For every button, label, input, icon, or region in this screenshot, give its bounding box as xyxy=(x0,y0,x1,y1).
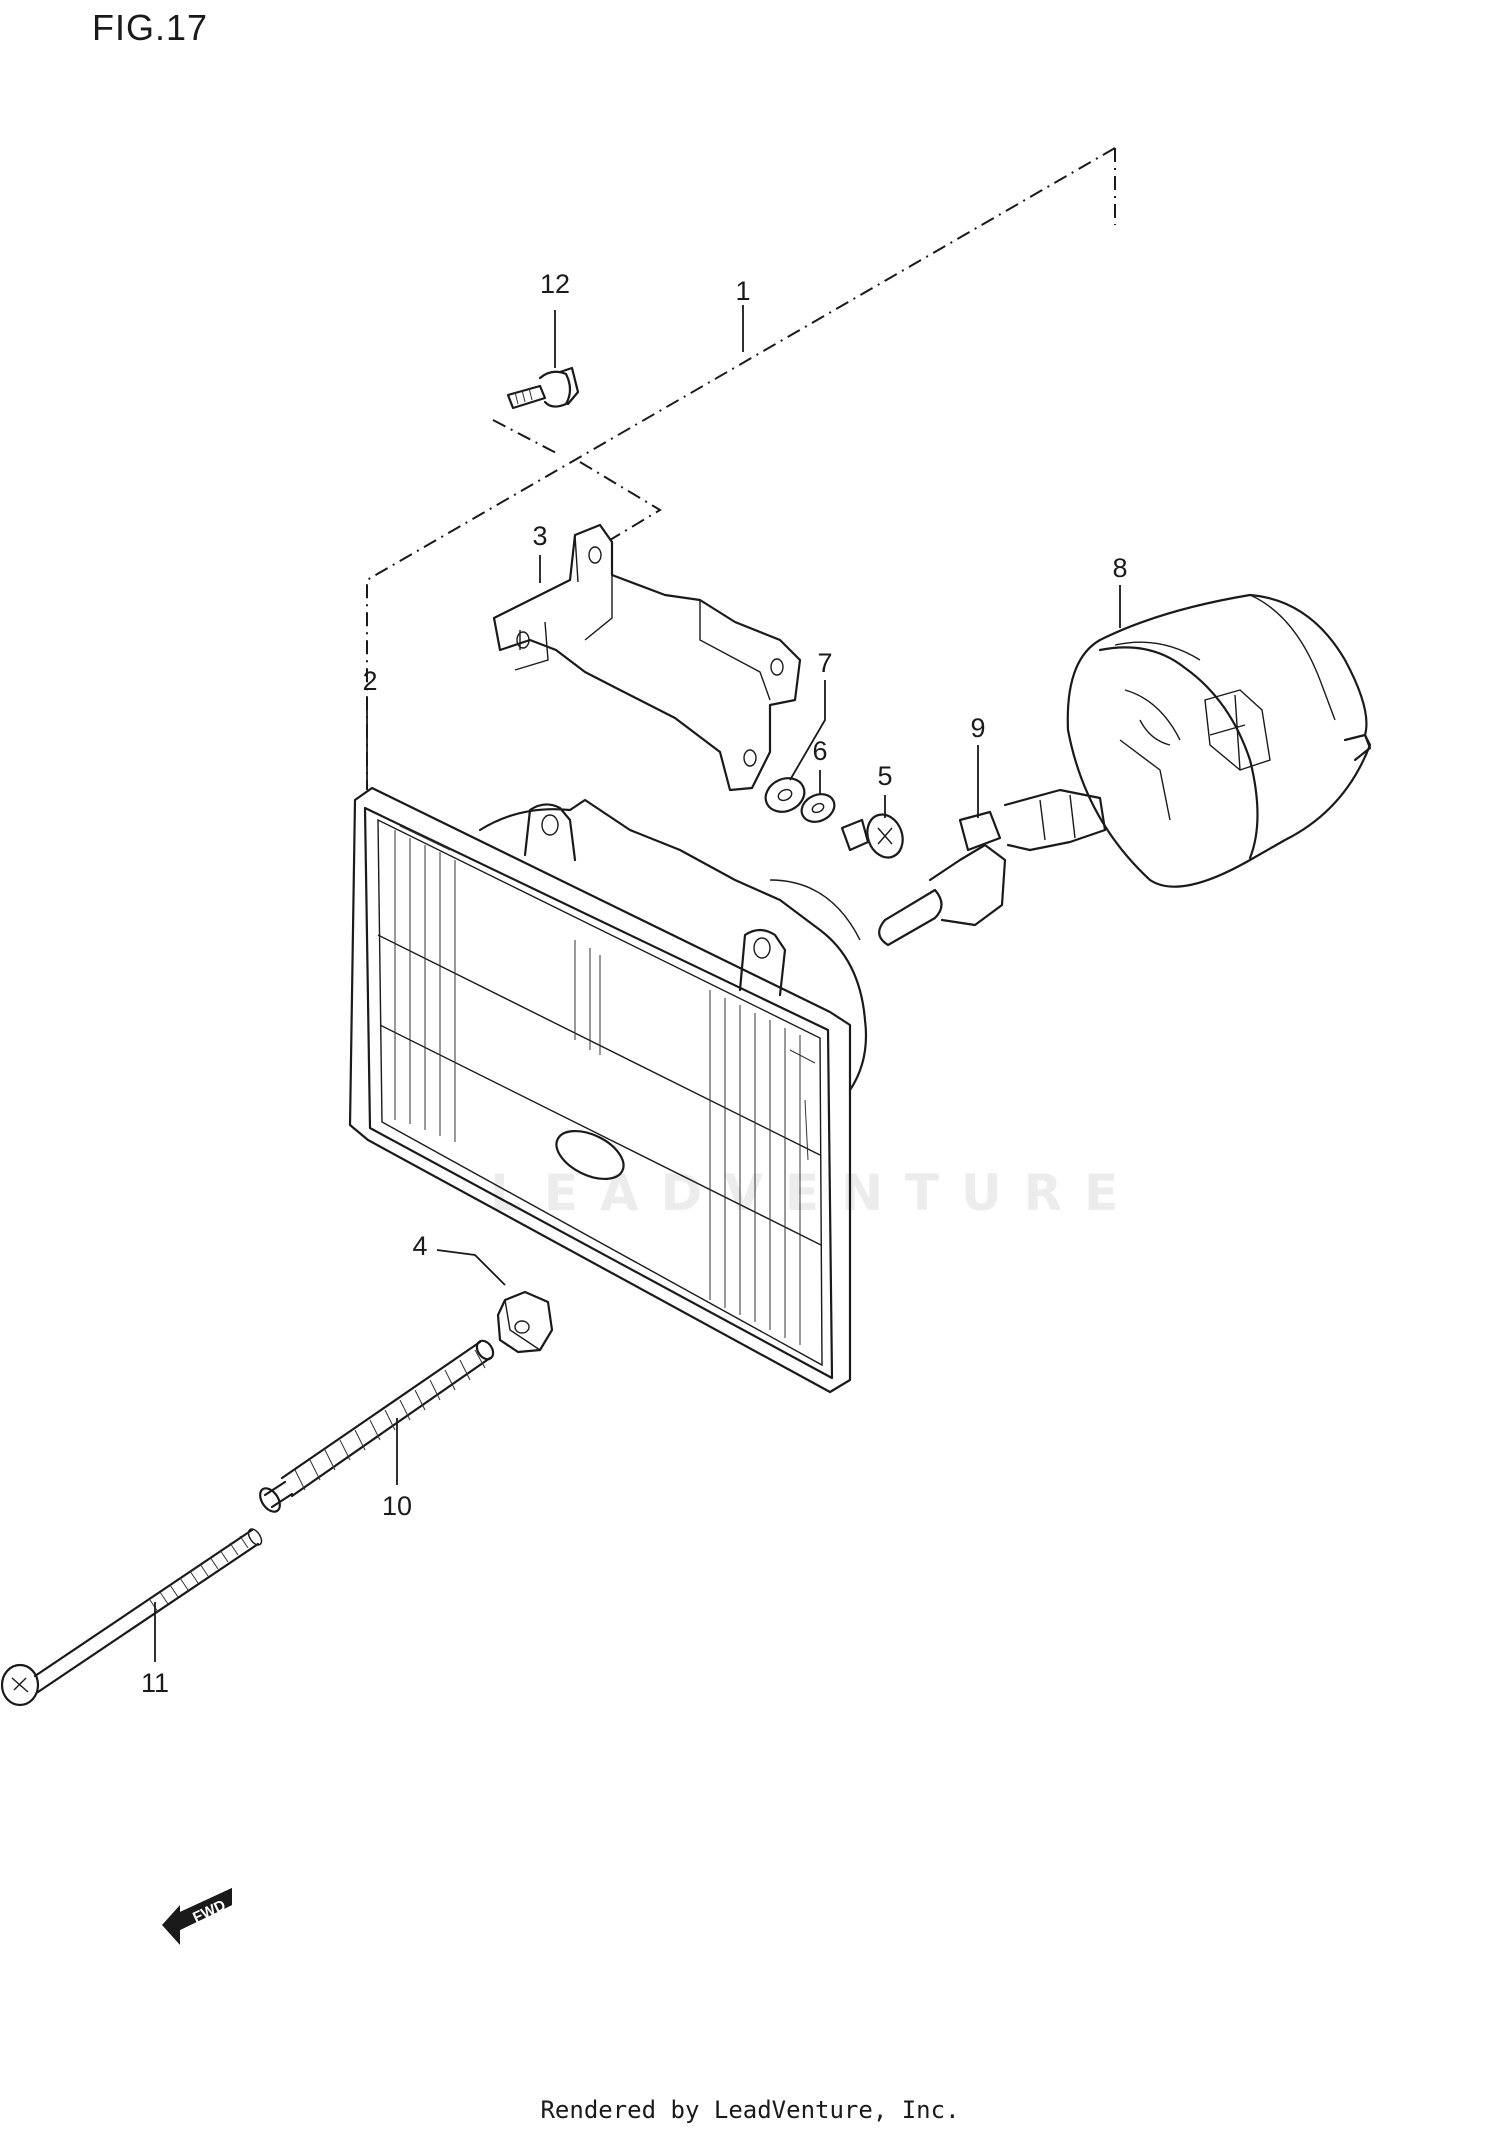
callout-7: 7 xyxy=(817,648,832,678)
part-12-bolt[interactable] xyxy=(506,366,580,410)
assembly-group-line xyxy=(366,147,1116,790)
callout-5: 5 xyxy=(877,761,892,791)
part-2-headlight[interactable] xyxy=(348,786,868,1394)
watermark: LEADVENTURE xyxy=(490,1164,1140,1222)
part-7-washer[interactable] xyxy=(760,772,810,818)
callout-6: 6 xyxy=(812,736,827,766)
callout-2: 2 xyxy=(362,666,377,696)
callout-4: 4 xyxy=(412,1231,427,1261)
part-8-socket-housing[interactable] xyxy=(1066,593,1372,888)
part-9-bulb[interactable] xyxy=(878,788,1107,947)
callout-9: 9 xyxy=(970,713,985,743)
part-11-adjusting-screw[interactable] xyxy=(0,1527,264,1707)
leader-4 xyxy=(436,1249,506,1286)
fwd-arrow-icon: FWD xyxy=(162,1888,232,1945)
callout-1: 1 xyxy=(735,276,750,306)
part-6-lock-washer[interactable] xyxy=(797,789,839,827)
part-5-screw[interactable] xyxy=(840,810,908,863)
part-12-mount-line xyxy=(492,419,662,541)
callout-3: 3 xyxy=(532,521,547,551)
figure-label: FIG.17 xyxy=(92,7,208,48)
callout-10: 10 xyxy=(382,1491,412,1521)
part-4-clip[interactable] xyxy=(496,1290,554,1354)
callout-11: 11 xyxy=(141,1668,169,1698)
leader-7 xyxy=(789,680,826,781)
part-3-bracket[interactable] xyxy=(492,523,802,792)
callout-12: 12 xyxy=(540,269,570,299)
footer-credit: Rendered by LeadVenture, Inc. xyxy=(540,2096,959,2124)
callout-8: 8 xyxy=(1112,553,1127,583)
part-10-spring[interactable] xyxy=(256,1338,496,1515)
